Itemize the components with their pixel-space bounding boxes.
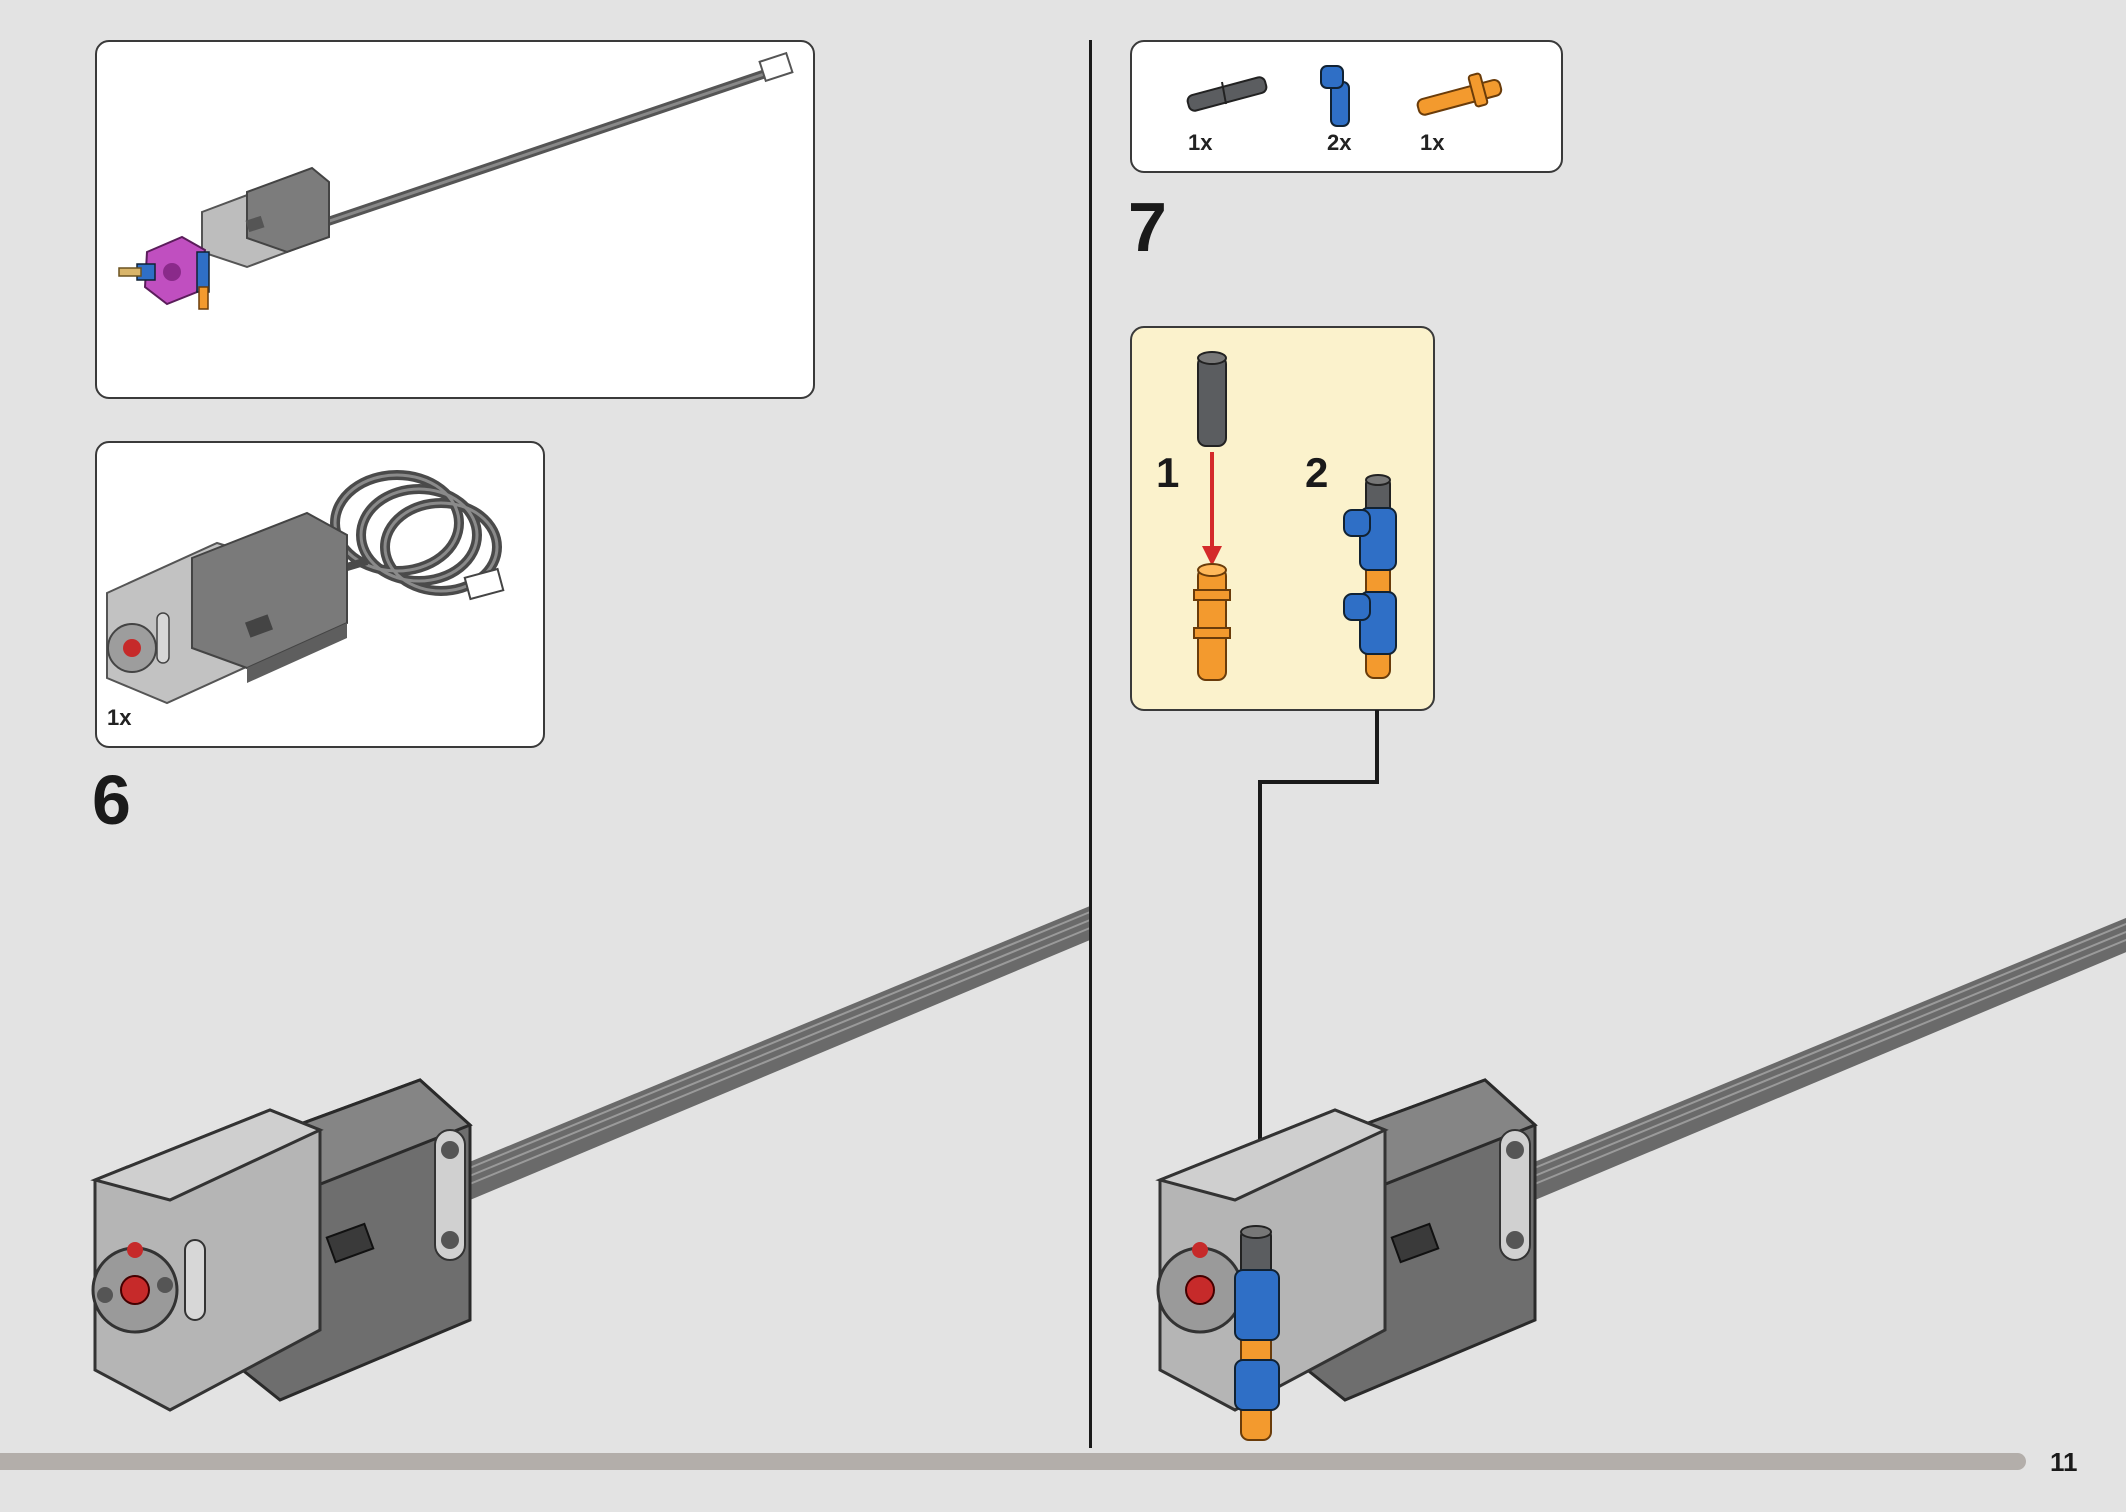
large-motor-step7-icon xyxy=(1155,917,2126,1441)
part-count-pin-connector: 2x xyxy=(1327,130,1352,155)
parts-list-panel: 1x xyxy=(95,441,545,748)
orange-long-pin-icon xyxy=(1416,72,1503,116)
substep-number-2: 2 xyxy=(1305,449,1329,496)
parts-needed-panel: 1x 2x 1x xyxy=(1130,40,1563,173)
large-motor-part-icon xyxy=(106,470,505,705)
substep1-illustration xyxy=(1193,351,1231,681)
page-number: 11 xyxy=(2050,1447,2078,1477)
lego-logo-icon xyxy=(325,1222,375,1264)
step-number-7: 7 xyxy=(1128,188,1167,266)
blue-pin-connector-icon xyxy=(1320,65,1350,127)
step-number-6: 6 xyxy=(92,761,131,839)
assembly-callout-panel xyxy=(95,40,815,399)
page-divider xyxy=(1089,40,1092,1448)
substep2-illustration xyxy=(1343,474,1397,679)
progress-bar xyxy=(0,1453,2026,1470)
part-count-long-pin: 1x xyxy=(1420,130,1445,155)
large-motor-step6-icon xyxy=(90,906,1091,1412)
motor-with-cable-assembly-icon xyxy=(118,51,794,310)
motor-count-label: 1x xyxy=(107,705,132,730)
substep-number-1: 1 xyxy=(1156,449,1180,496)
lego-logo-icon-right xyxy=(1390,1222,1440,1264)
subassembly-panel: 1 2 xyxy=(1130,326,1435,711)
part-count-axle-pin: 1x xyxy=(1188,130,1213,155)
cable-plug-icon xyxy=(758,51,794,83)
grey-axle-pin-icon xyxy=(1186,76,1268,112)
